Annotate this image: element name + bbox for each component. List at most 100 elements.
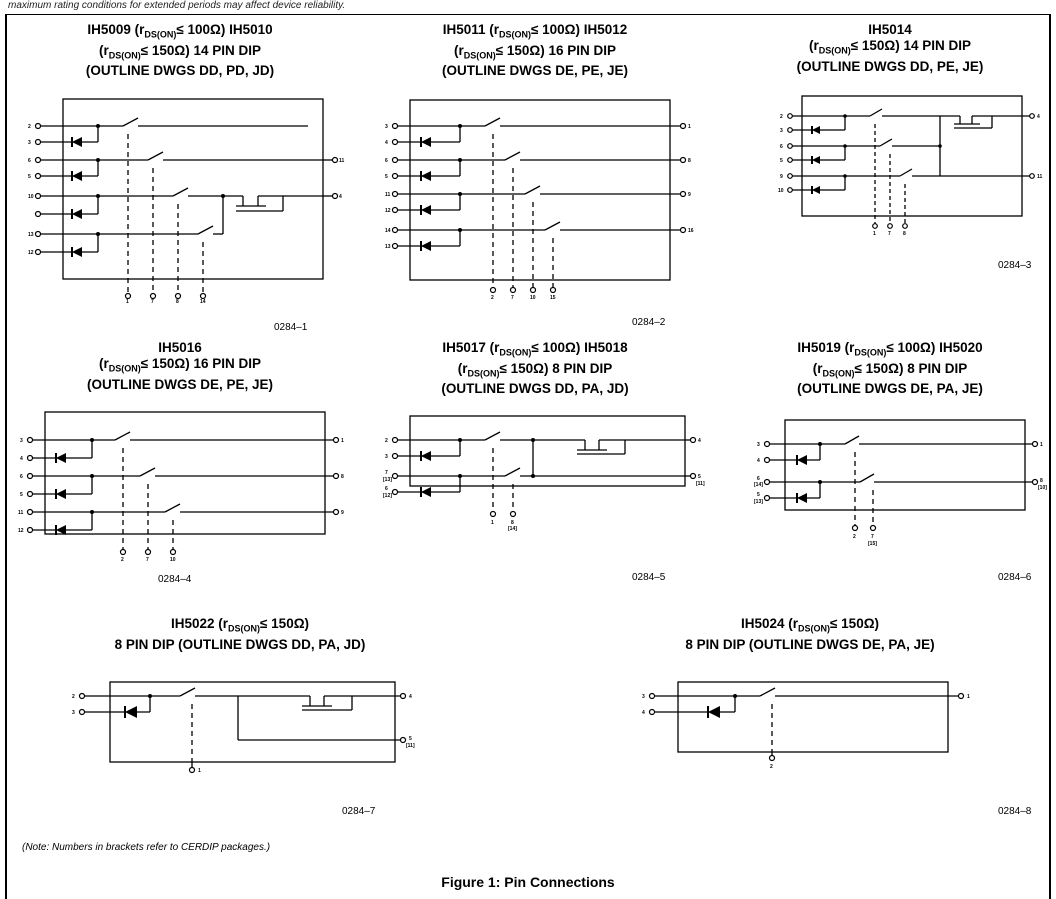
pin-label: 11: [385, 192, 391, 198]
pin-label: 11: [339, 158, 345, 164]
diagram-title-ih5016: IH5016 (rDS(ON)≤ 150Ω) 16 PIN DIP (OUTLI…: [86, 340, 273, 392]
diagram-code: 0284–8: [998, 806, 1032, 817]
pin-label: [14]: [754, 482, 763, 488]
pin-label: 4: [409, 694, 412, 700]
pin-label: 8: [511, 520, 514, 526]
schematic-ih5019: 3 4 6 [14] 5 [13] 1 8 [10] 2 7 [15]: [754, 419, 1047, 547]
pin-label: 1: [341, 438, 344, 444]
diagram-title-ih5017: IH5017 (rDS(ON)≤ 100Ω) IH5018 (rDS(ON)≤ …: [441, 340, 629, 397]
pin-label: 12: [18, 528, 24, 534]
figure-frame: [5, 14, 1051, 899]
pin-label: 5: [409, 736, 412, 742]
pin-label: 3: [757, 442, 760, 448]
pin-label: 16: [688, 228, 694, 234]
note-text: (Note: Numbers in brackets refer to CERD…: [22, 842, 271, 853]
pin-label: 3: [72, 710, 75, 716]
schematic-ih5022: 2 3 4 5 [11] 1: [72, 681, 415, 774]
diagram-title-ih5022: IH5022 (rDS(ON)≤ 150Ω) 8 PIN DIP (OUTLIN…: [114, 616, 366, 652]
pin-label: 1: [126, 299, 129, 305]
pin-label: 7: [146, 557, 149, 563]
pin-label: 3: [28, 140, 31, 146]
diagram-title-ih5019: IH5019 (rDS(ON)≤ 100Ω) IH5020 (rDS(ON)≤ …: [797, 340, 983, 397]
pin-label: 5: [28, 174, 31, 180]
pin-label: 7: [151, 299, 154, 305]
pin-label: 1: [491, 520, 494, 526]
pin-label: 6: [385, 158, 388, 164]
pin-label: 7: [888, 231, 891, 237]
pin-label: 5: [780, 158, 783, 164]
diagram-code: 0284–4: [158, 574, 192, 585]
pin-label: 4: [642, 710, 645, 716]
pin-label: 7: [511, 295, 514, 301]
pin-label: 11: [1037, 174, 1043, 180]
pin-label: 10: [170, 557, 176, 563]
schematic-ih5011: 3 4 6 5 11 12 14 13 1 8 9 16 2 7 10 15: [385, 99, 694, 301]
pin-label: 6: [780, 144, 783, 150]
pin-label: [11]: [406, 743, 415, 749]
pin-label: 6: [757, 476, 760, 482]
pin-label: 8: [1040, 478, 1043, 484]
pin-label: [12]: [383, 493, 392, 499]
pin-label: 10: [778, 188, 784, 194]
pin-label: 2: [770, 764, 773, 770]
pin-label: 13: [28, 232, 34, 238]
pin-label: 4: [385, 140, 388, 146]
pin-label: 8: [176, 299, 179, 305]
pin-label: 6: [385, 486, 388, 492]
pin-label: [15]: [868, 541, 877, 547]
pin-label: 2: [121, 557, 124, 563]
pin-label: 1: [967, 694, 970, 700]
diagram-title-ih5024: IH5024 (rDS(ON)≤ 150Ω) 8 PIN DIP (OUTLIN…: [685, 616, 935, 652]
schematic-ih5017: 2 3 7 [13] 6 [12] 4 5 [11] 1 8 [14]: [383, 415, 705, 532]
pin-label: 11: [18, 510, 24, 516]
pin-label: 6: [28, 158, 31, 164]
pin-label: 3: [385, 454, 388, 460]
diagram-title-ih5011: IH5011 (rDS(ON)≤ 100Ω) IH5012 (rDS(ON)≤ …: [441, 22, 628, 79]
figure-caption: Figure 1: Pin Connections: [441, 874, 615, 890]
diagram-code: 0284–3: [998, 260, 1032, 271]
pin-label: 8: [903, 231, 906, 237]
pin-label: 1: [688, 124, 691, 130]
pin-label: 4: [698, 438, 701, 444]
pin-label: 2: [853, 534, 856, 540]
pin-label: 9: [341, 510, 344, 516]
pin-label: 7: [385, 470, 388, 476]
pin-label: 10: [530, 295, 536, 301]
pin-label: 3: [385, 124, 388, 130]
diagram-code: 0284–6: [998, 572, 1032, 583]
pin-label: 2: [28, 124, 31, 130]
schematic-ih5009: 2 3 6 5 10 13 12 11 4 1 7 8 14: [28, 98, 345, 305]
pin-label: [14]: [508, 526, 517, 532]
pin-label: 13: [385, 244, 391, 250]
pin-label: 9: [688, 192, 691, 198]
pin-label: 5: [385, 174, 388, 180]
pin-label: [10]: [1038, 485, 1047, 491]
pin-label: 14: [200, 299, 206, 305]
pin-label: 4: [757, 458, 760, 464]
diagram-title-ih5014: IH5014 (rDS(ON)≤ 150Ω) 14 PIN DIP (OUTLI…: [796, 22, 984, 74]
pin-label: 15: [550, 295, 556, 301]
pin-label: 3: [642, 694, 645, 700]
pin-label: 2: [780, 114, 783, 120]
pin-label: 2: [72, 694, 75, 700]
pin-label: 7: [871, 534, 874, 540]
pin-label: 5: [757, 492, 760, 498]
pin-label: 12: [28, 250, 34, 256]
diagram-code: 0284–2: [632, 317, 666, 328]
pin-label: 8: [688, 158, 691, 164]
pin-label: 5: [20, 492, 23, 498]
pin-label: 9: [780, 174, 783, 180]
schematic-ih5024: 3 4 1 2: [642, 681, 970, 770]
pin-label: 4: [1037, 114, 1040, 120]
pin-label: 1: [1040, 442, 1043, 448]
pin-label: 14: [385, 228, 391, 234]
pin-label: [13]: [383, 477, 392, 483]
pin-label: 12: [385, 208, 391, 214]
pin-label: 8: [341, 474, 344, 480]
pin-label: 10: [28, 194, 34, 200]
diagram-code: 0284–5: [632, 572, 666, 583]
pin-label: 5: [698, 474, 701, 480]
pin-label: 4: [339, 194, 342, 200]
pin-label: 2: [385, 438, 388, 444]
diagram-title-ih5009: IH5009 (rDS(ON)≤ 100Ω) IH5010 (rDS(ON)≤ …: [85, 22, 275, 79]
